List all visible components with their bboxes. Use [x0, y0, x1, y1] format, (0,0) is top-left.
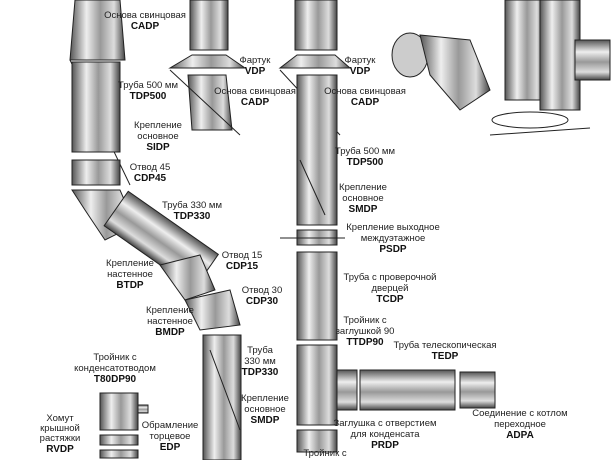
- right-chimney-line: [278, 0, 496, 453]
- middle-roof-assembly: [168, 0, 247, 136]
- condensate-tee-parts: [99, 392, 149, 459]
- product-photo: [391, 0, 611, 136]
- label-tee-bottom: Тройник с: [303, 448, 347, 459]
- left-chimney-line: [69, 0, 242, 460]
